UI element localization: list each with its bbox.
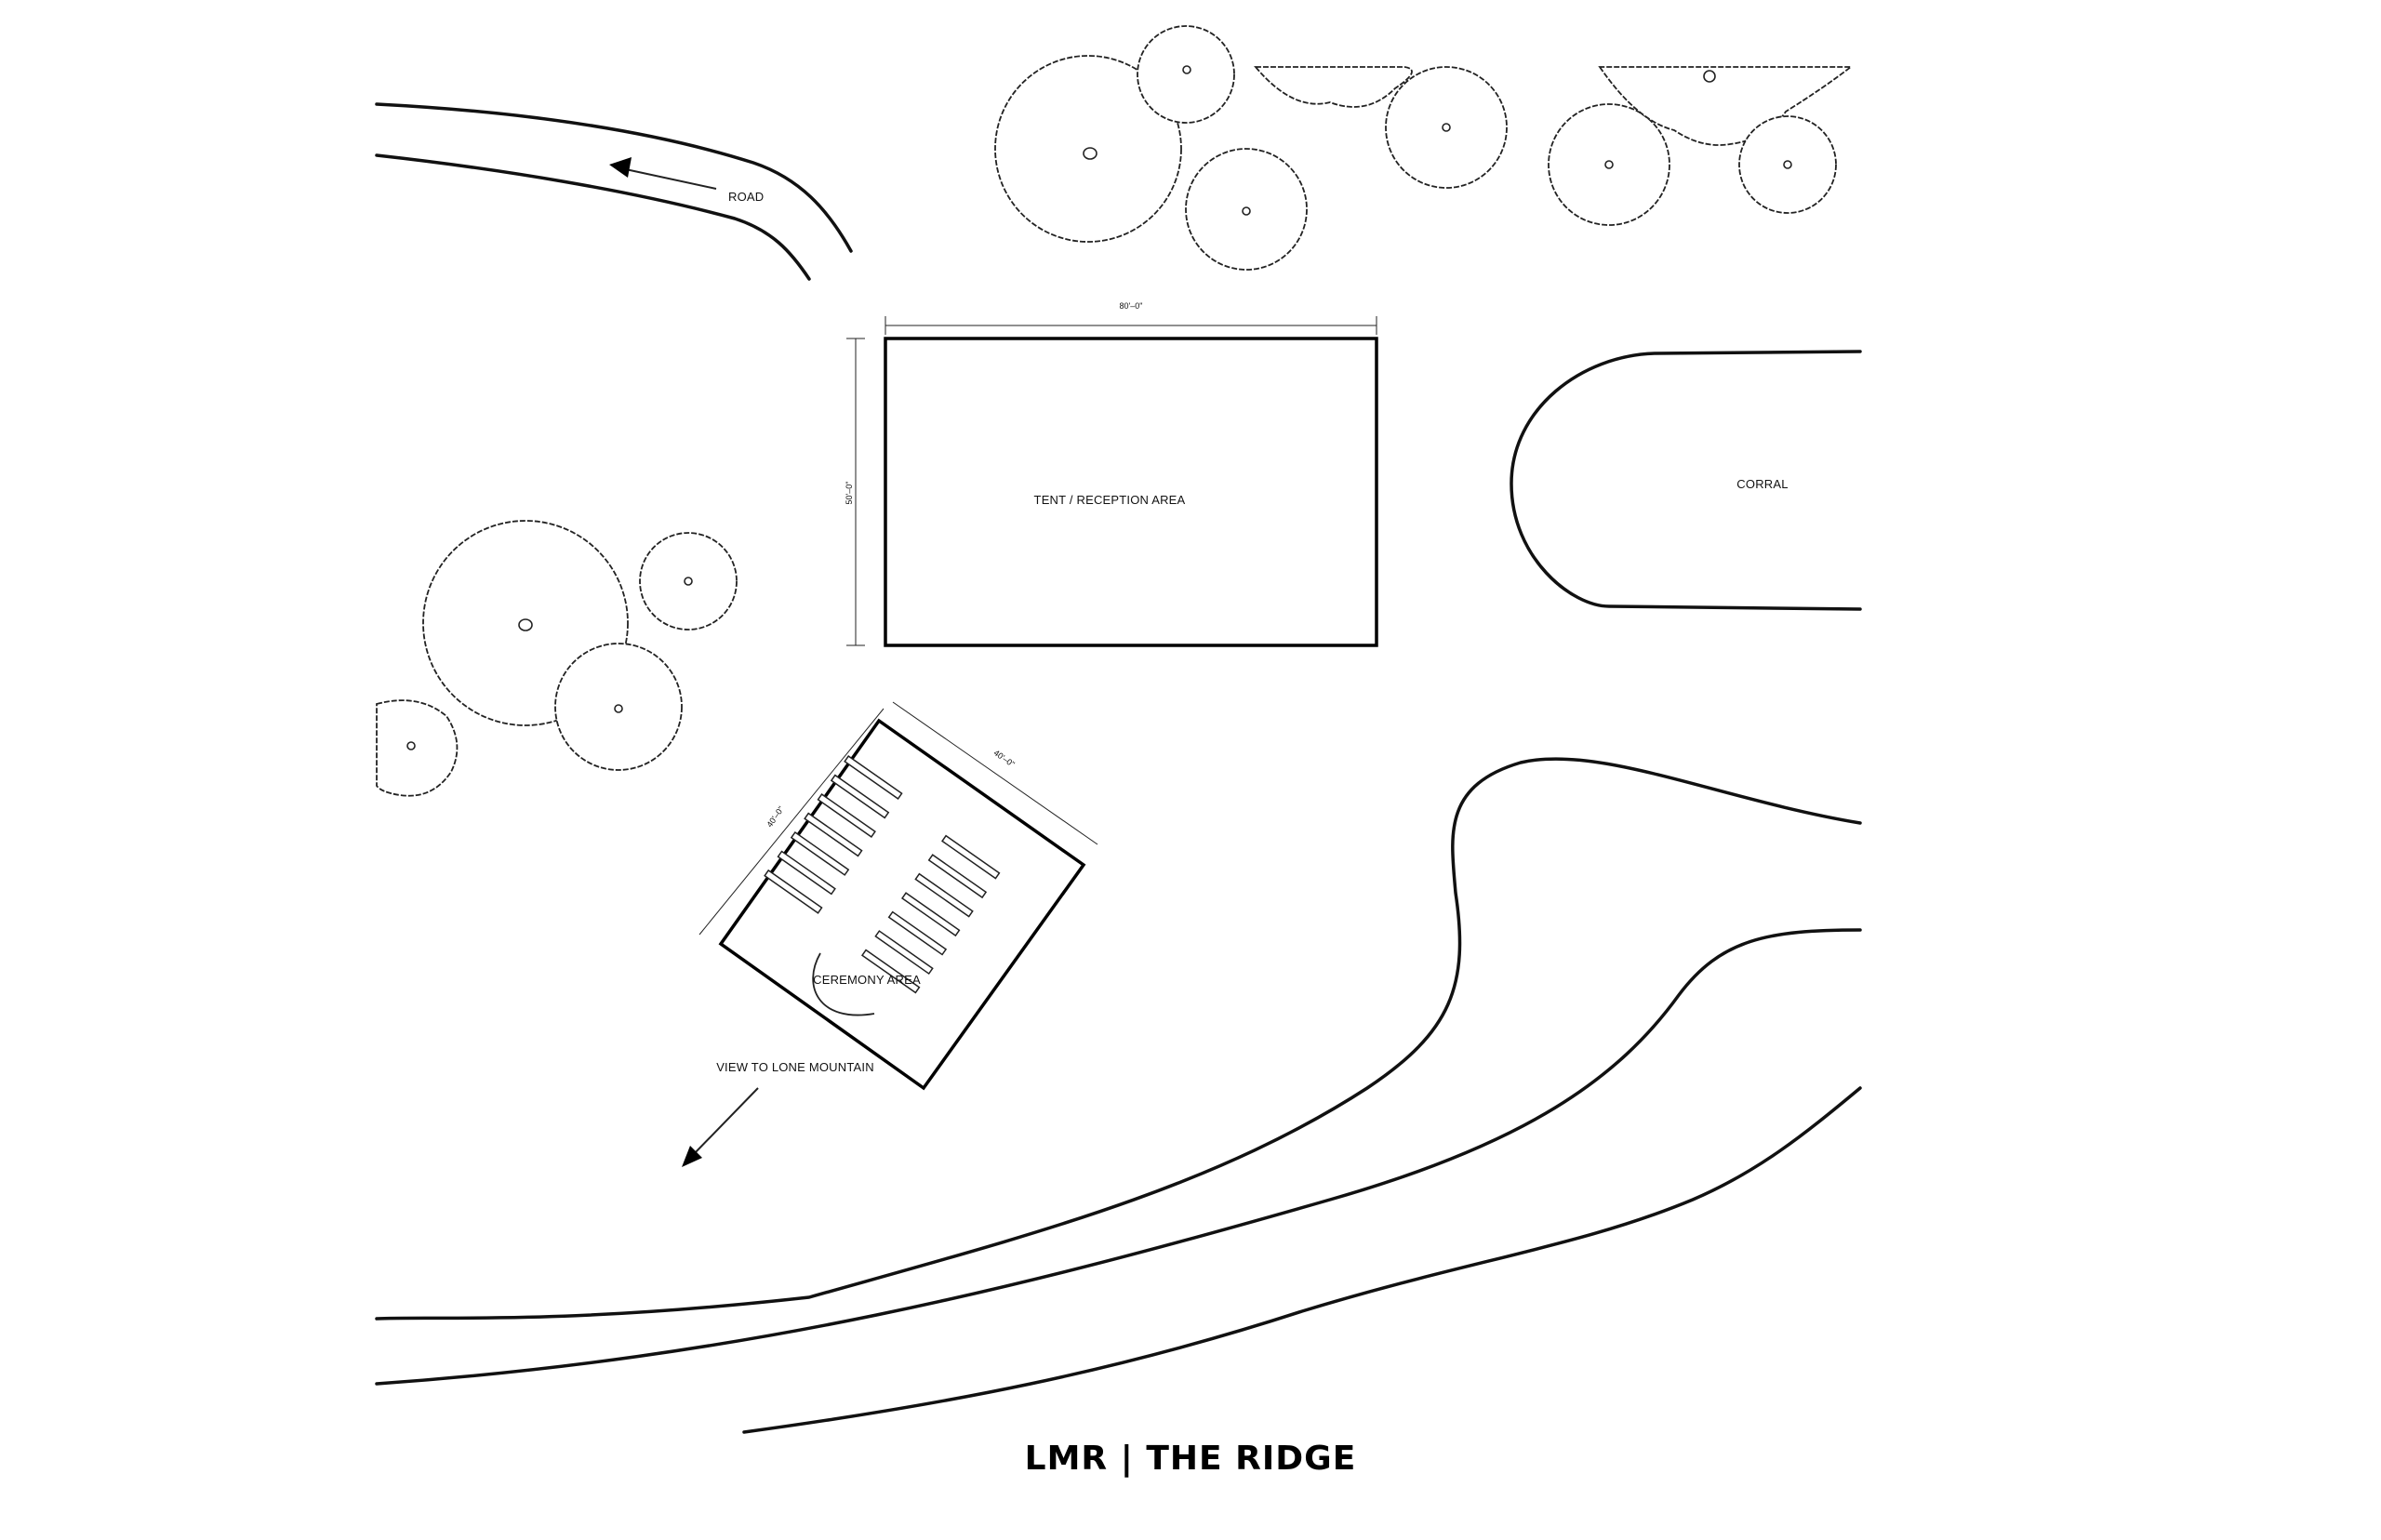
tree-icon: [994, 55, 1182, 243]
tree-icon: [376, 699, 459, 797]
tree-icon: [1548, 103, 1670, 226]
corral-label: CORRAL: [1736, 477, 1788, 491]
road-label: ROAD: [728, 190, 764, 204]
tree-icon: [1185, 148, 1308, 271]
tree-icon: [554, 643, 683, 771]
ceremony-depth-dimension: 40'–0": [765, 804, 785, 829]
drawing-title: LMR | THE RIDGE: [1024, 1440, 1357, 1478]
tent-depth-dimension: 50'–0": [845, 482, 854, 505]
arrow-left-icon: [609, 157, 717, 190]
ceremony-label: CEREMONY AREA: [813, 973, 921, 987]
bench-group-left: [764, 755, 903, 914]
tree-icon: [1598, 66, 1854, 146]
tent-reception-area: 80'–0" 50'–0" TENT / RECEPTION AREA: [845, 301, 1378, 647]
view-label: VIEW TO LONE MOUNTAIN: [716, 1060, 874, 1074]
tree-icon: [1137, 25, 1235, 124]
tree-cluster-left: [376, 520, 738, 797]
tent-width-dimension: 80'–0": [1120, 301, 1143, 311]
arrow-down-left-icon: [682, 1087, 759, 1167]
tent-label: TENT / RECEPTION AREA: [1034, 493, 1186, 507]
tree-icon: [1254, 66, 1413, 108]
ceremony-width-dimension: 40'–0": [992, 748, 1017, 768]
tree-cluster-top: [994, 25, 1854, 271]
tree-icon: [1738, 115, 1837, 214]
ceremony-area: 40'–0" 40'–0" CEREMONY AREA: [698, 701, 1098, 1091]
bench-group-right: [860, 834, 1001, 994]
ridge-contours: [375, 757, 1862, 1434]
tree-icon: [639, 532, 738, 631]
corral: CORRAL: [1510, 350, 1862, 611]
tree-icon: [1385, 66, 1508, 189]
road: [375, 102, 853, 281]
